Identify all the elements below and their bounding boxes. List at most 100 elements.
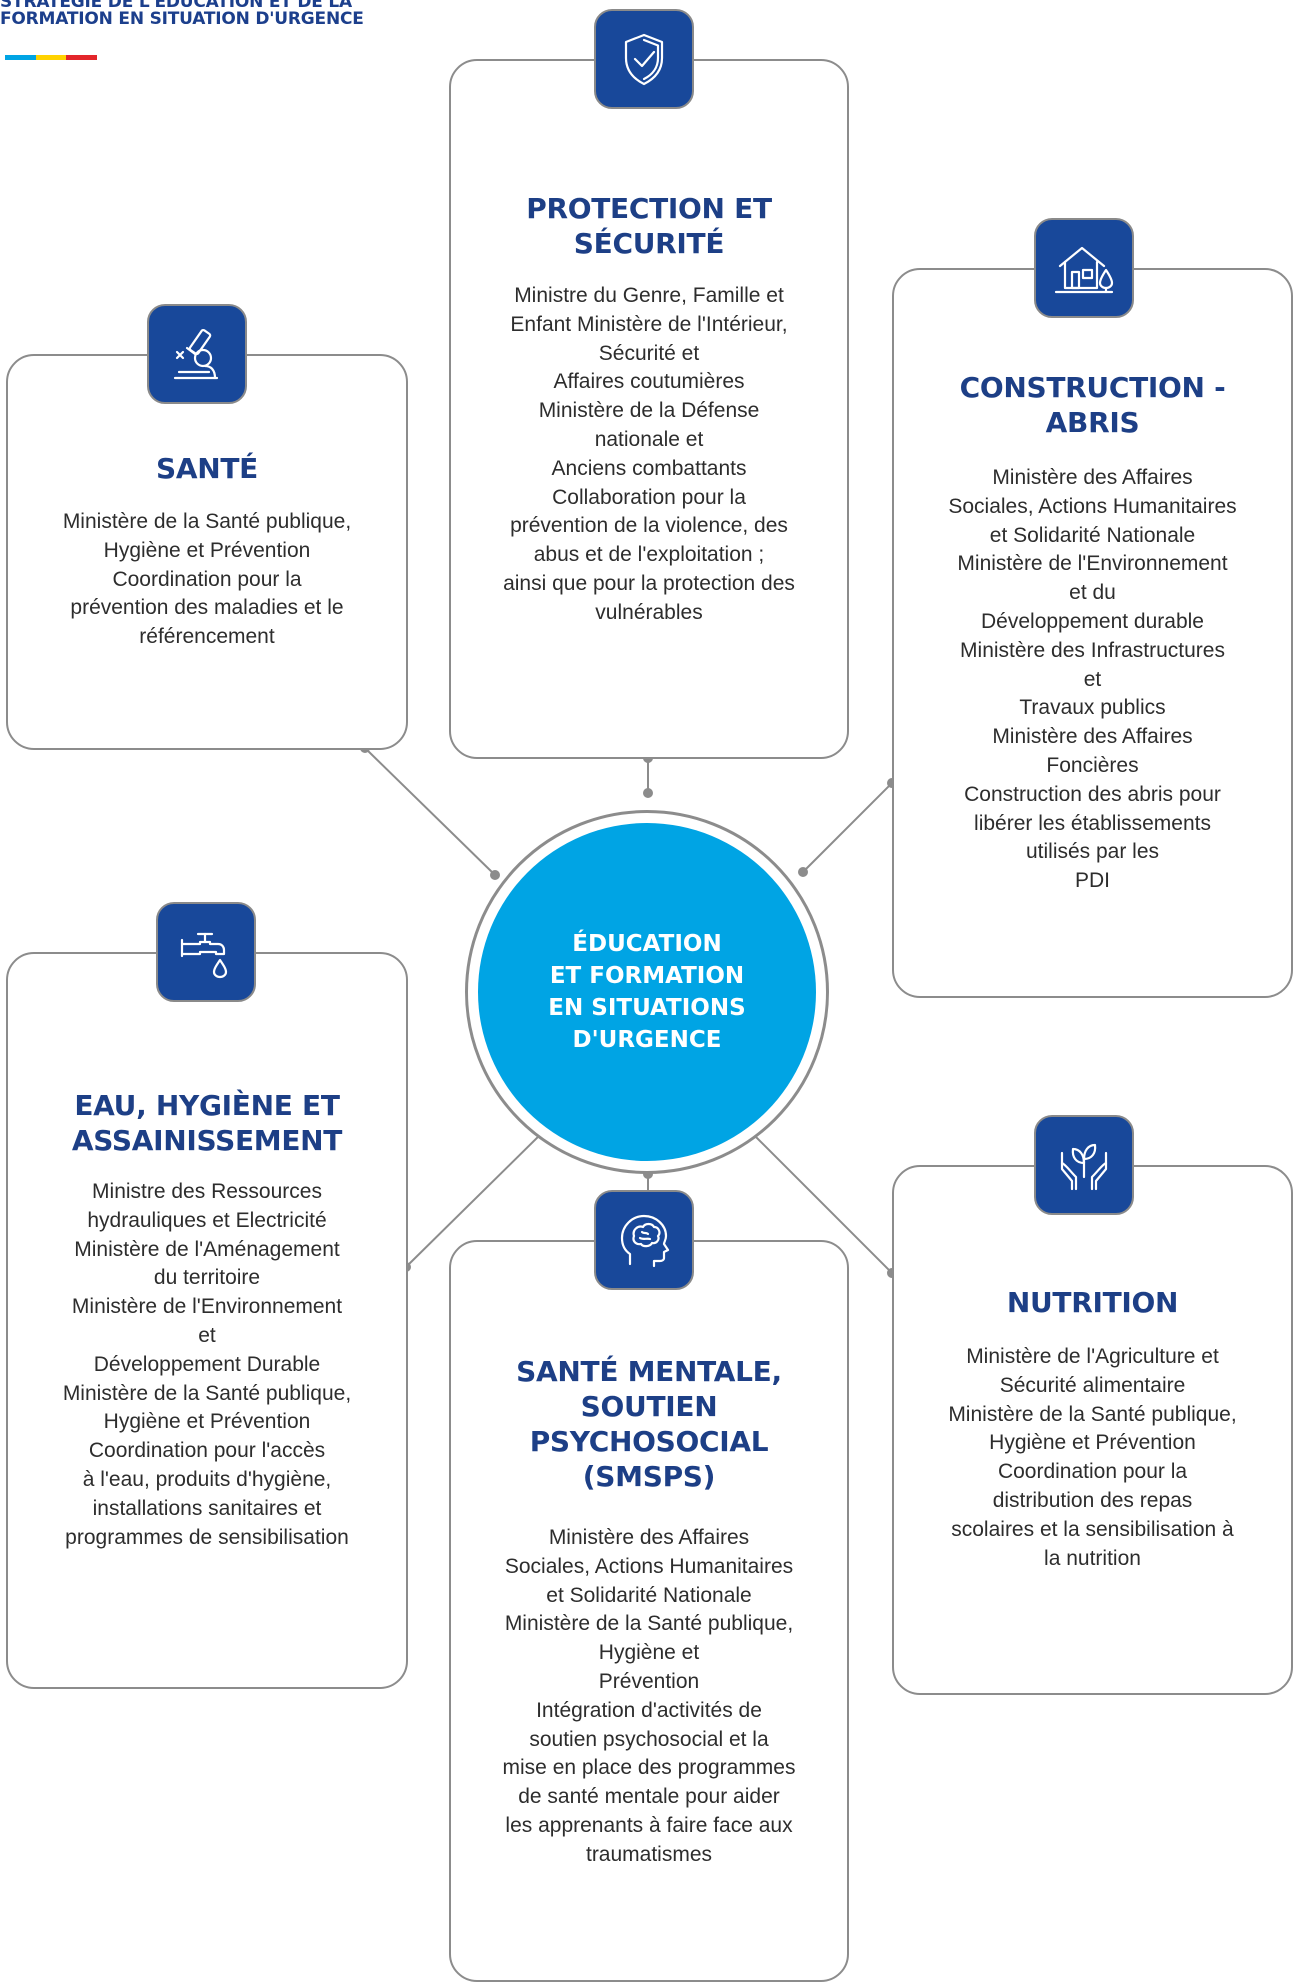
header-line-2: formation en situation d'urgence [0, 9, 364, 29]
card-body-line: programmes de sensibilisation [65, 1525, 349, 1549]
card-body-line: Prévention [598, 1669, 700, 1693]
card-title-line: Eau, hygiène et [74, 1089, 340, 1122]
card-body-line: Ministère des Affaires [992, 466, 1193, 489]
card-body-line: abus et de l'exploitation ; [533, 543, 765, 567]
card-body-line: Ministère de la Santé publique, [948, 1402, 1237, 1426]
card-title-line: psychosocial [529, 1425, 769, 1458]
card-body-line: Enfant Ministère de l'Intérieur, [510, 312, 788, 336]
card-body-line: la nutrition [1044, 1546, 1141, 1570]
card-title-line: soutien [580, 1390, 718, 1423]
card-body-line: du territoire [153, 1266, 261, 1290]
card-body-line: mise en place des programmes [502, 1756, 796, 1780]
card-title: Nutrition [894, 1285, 1291, 1320]
card-nutrition: Nutrition Ministère de l'Agriculture etS… [892, 1165, 1293, 1695]
water-tap-icon [156, 902, 256, 1002]
connector-nutrition [751, 1132, 893, 1274]
card-title: Eau, hygiène et assainissement [8, 1088, 406, 1158]
connector-sante [364, 747, 496, 876]
header-line-1: Stratégie de l'éducation et de la [0, 0, 352, 12]
card-body-line: utilisés par les [1025, 840, 1160, 864]
card-body-line: vulnérables [595, 600, 703, 624]
card-body-line: Ministère de la Santé publique, [62, 510, 352, 533]
card-body-line: soutien psychosocial et la [529, 1727, 769, 1751]
card-title-line: Construction - [959, 371, 1226, 404]
card-title-line: (SMSPS) [582, 1460, 716, 1493]
card-protection-securite: Protection et sécurité Ministre du Genre… [449, 59, 849, 759]
center-hub-line: et formation [549, 963, 745, 989]
card-body-line: Intégration d'activités de [536, 1698, 762, 1722]
card-body-line: Ministère de l'Agriculture et [966, 1345, 1219, 1368]
card-body-line: Ministère des Infrastructures [960, 638, 1225, 662]
card-body-line: prévention des maladies et le [70, 596, 344, 620]
card-title-line: Protection et [526, 192, 772, 225]
card-body-line: Construction des abris pour [964, 782, 1221, 806]
card-body-line: Sociales, Actions Humanitaires [504, 1554, 794, 1578]
card-title-line: assainissement [71, 1124, 343, 1157]
flag-stripe-red [66, 55, 98, 60]
card-body-line: Ministère de l'Aménagement [74, 1237, 340, 1261]
card-body-line: Hygiène et Prévention [103, 538, 311, 562]
card-body-line: distribution des repas [992, 1488, 1193, 1512]
card-body-line: Ministère des Affaires [992, 725, 1193, 749]
shield-check-icon [594, 9, 694, 109]
house-icon [1034, 218, 1134, 318]
card-title-line: Nutrition [1006, 1286, 1179, 1319]
card-body-line: Ministère de la Santé publique, [62, 1381, 352, 1405]
flag-color-bar [5, 55, 98, 60]
card-body-line: Sécurité et [598, 341, 700, 365]
card-body-line: Anciens combattants [551, 456, 747, 480]
card-body-line: référencement [139, 625, 275, 649]
card-body-line: à l'eau, produits d'hygiène, [82, 1467, 332, 1491]
card-body-line: Collaboration pour la [552, 485, 746, 509]
card-body-line: et [1083, 667, 1102, 691]
card-body-line: les apprenants à faire face aux [505, 1813, 793, 1837]
card-body: Ministère de la Santé publique, Hygiène e… [18, 508, 396, 652]
card-body-line: Coordination pour l'accès [88, 1439, 326, 1463]
card-title: Santé mentale, soutien psychosocial (SMS… [451, 1354, 847, 1494]
card-body-line: PDI [1074, 869, 1110, 893]
connector-construction [802, 782, 893, 873]
card-body-line: et Solidarité Nationale [989, 523, 1196, 547]
flag-stripe-yellow [35, 55, 67, 60]
card-body-line: Travaux publics [1019, 696, 1166, 720]
card-body-line: installations sanitaires et [92, 1496, 322, 1520]
card-title: Construction - abris [894, 370, 1291, 440]
connector-dot [643, 788, 653, 798]
card-body-line: Ministère des Affaires [548, 1526, 750, 1549]
card-body-line: Ministère de l'Environnement [957, 552, 1228, 576]
card-title-line: sécurité [573, 227, 725, 260]
card-body-line: Affaires coutumières [553, 370, 745, 394]
card-construction-abris: Construction - abris Ministère des Affai… [892, 268, 1293, 998]
card-body-line: Coordination pour la [997, 1460, 1188, 1484]
card-body-line: Développement Durable [93, 1352, 321, 1376]
card-body-line: scolaires et la sensibilisation à [951, 1517, 1234, 1541]
center-hub: Éducation et formation en situations d'u… [478, 823, 816, 1161]
card-sante-mentale-smsps: Santé mentale, soutien psychosocial (SMS… [449, 1240, 849, 1982]
card-body-line: Hygiène et Prévention [103, 1410, 311, 1434]
card-title: Santé [8, 451, 406, 486]
microscope-icon [147, 304, 247, 404]
connector-eau [405, 1129, 546, 1268]
card-body-line: Ministère de l'Environnement [71, 1295, 343, 1319]
connector-dot [798, 867, 808, 877]
hands-plant-icon [1034, 1115, 1134, 1215]
card-body-line: Foncières [1046, 753, 1139, 777]
card-body-line: nationale et [594, 427, 704, 451]
card-body-line: prévention de la violence, des [510, 514, 788, 538]
brain-head-icon [594, 1190, 694, 1290]
card-body-line: Ministère de la Santé publique, [504, 1612, 794, 1636]
card-title-line: Santé mentale, [516, 1355, 782, 1388]
card-body-line: traumatismes [585, 1842, 713, 1866]
card-sante: Santé Ministère de la Santé publique, Hyg… [6, 354, 408, 750]
card-eau-hygiene-assainissement: Eau, hygiène et assainissement Ministre … [6, 952, 408, 1689]
card-body-line: et du [1069, 581, 1116, 605]
connector-dot [490, 870, 500, 880]
card-body-line: Ministre des Ressources [92, 1180, 322, 1203]
card-title-line: Santé [156, 452, 258, 485]
flag-stripe-blue [5, 55, 36, 60]
card-body-line: hydrauliques et Electricité [87, 1208, 327, 1232]
card-body-line: Hygiène et Prévention [989, 1431, 1196, 1455]
card-body-line: de santé mentale pour aider [518, 1785, 780, 1809]
card-body-line: Coordination pour la [112, 567, 302, 591]
